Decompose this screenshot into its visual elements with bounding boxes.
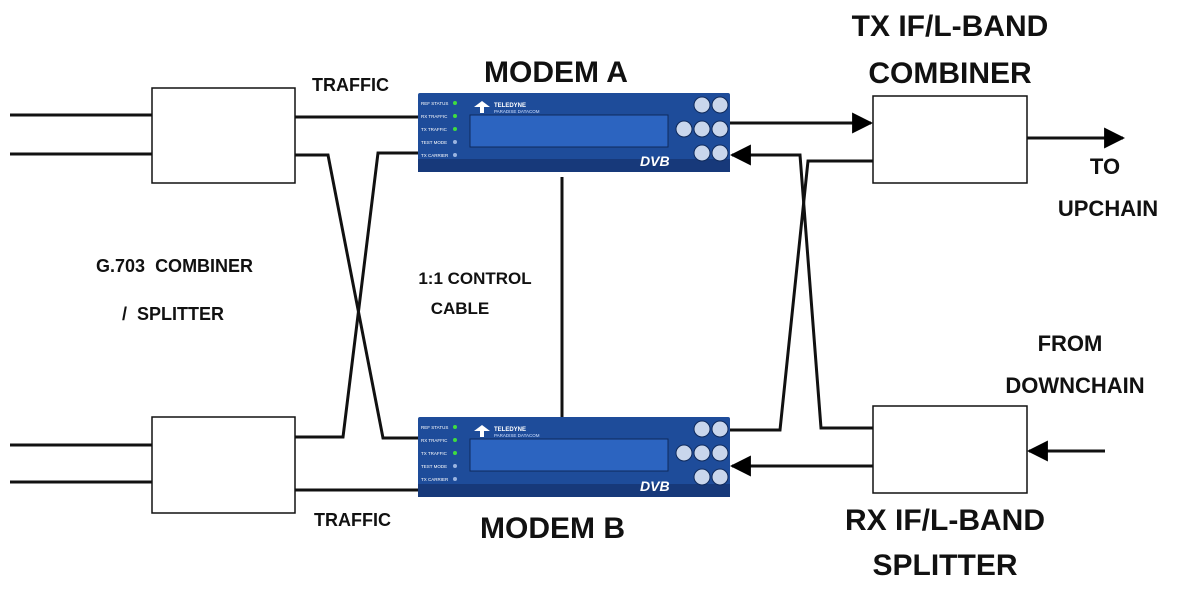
g703-combiner-text: COMBINER	[155, 256, 253, 276]
traffic-bottom-label: TRAFFIC	[314, 511, 391, 529]
control-cable-sub-label: CABLE	[410, 300, 510, 317]
status-led	[453, 127, 457, 131]
traffic-lines	[295, 117, 418, 490]
status-led	[453, 425, 457, 429]
g703-input-lines	[10, 115, 152, 482]
status-led	[453, 451, 457, 455]
led-label: TX TRAFFIC	[421, 127, 448, 132]
status-led	[453, 114, 457, 118]
g703-box-top	[152, 88, 295, 183]
keypad-button[interactable]	[676, 445, 692, 461]
keypad-button[interactable]	[694, 445, 710, 461]
status-led	[453, 438, 457, 442]
dvb-logo: DVB	[640, 478, 670, 494]
status-led	[453, 101, 457, 105]
if-lines	[730, 123, 873, 466]
tx-combiner-title: TX IF/L-BAND	[830, 12, 1070, 42]
modem-b-panel: REF STATUS RX TRAFFIC TX TRAFFIC TEST MODE T…	[418, 417, 730, 497]
upchain-label: UPCHAIN	[1038, 198, 1178, 220]
modem-a-label: MODEM A	[484, 58, 628, 88]
status-led	[453, 153, 457, 157]
g703-standard-text: G.703	[96, 256, 145, 276]
keypad-button[interactable]	[712, 121, 728, 137]
status-led	[453, 140, 457, 144]
modem-b-label: MODEM B	[480, 514, 625, 544]
keypad-button[interactable]	[712, 445, 728, 461]
rx-splitter-box	[873, 406, 1027, 493]
led-label: TX CARRIER	[421, 153, 449, 158]
led-label: TX CARRIER	[421, 477, 449, 482]
led-label: TEST MODE	[421, 140, 447, 145]
led-label: RX TRAFFIC	[421, 114, 448, 119]
led-label: RX TRAFFIC	[421, 438, 448, 443]
modem-a-panel: REF STATUS RX TRAFFIC TX TRAFFIC TEST MODE T…	[418, 93, 730, 172]
keypad-button[interactable]	[712, 145, 728, 161]
to-label: TO	[1060, 156, 1150, 178]
keypad-button[interactable]	[694, 469, 710, 485]
keypad-button[interactable]	[694, 97, 710, 113]
keypad-button[interactable]	[712, 469, 728, 485]
led-label: TX TRAFFIC	[421, 451, 448, 456]
tx-combiner-box	[873, 96, 1027, 183]
keypad-button[interactable]	[694, 121, 710, 137]
lcd-display	[470, 439, 668, 471]
keypad-button[interactable]	[694, 421, 710, 437]
keypad-button[interactable]	[712, 97, 728, 113]
g703-box-bottom	[152, 417, 295, 513]
downchain-label: DOWNCHAIN	[980, 375, 1170, 397]
lcd-display	[470, 115, 668, 147]
g703-label: G.703 COMBINER	[96, 257, 253, 275]
status-led	[453, 464, 457, 468]
led-label: TEST MODE	[421, 464, 447, 469]
keypad-button[interactable]	[694, 145, 710, 161]
dvb-logo: DVB	[640, 153, 670, 169]
led-label: REF STATUS	[421, 425, 448, 430]
led-label: REF STATUS	[421, 101, 448, 106]
g703-splitter-label: / SPLITTER	[122, 305, 224, 323]
traffic-top-label: TRAFFIC	[312, 76, 389, 94]
svg-text:PARADISE DATACOM: PARADISE DATACOM	[494, 109, 540, 114]
control-cable-label: 1:1 CONTROL	[390, 270, 560, 287]
keypad-button[interactable]	[676, 121, 692, 137]
rx-splitter-subtitle: SPLITTER	[820, 551, 1070, 581]
from-label: FROM	[1010, 333, 1130, 355]
status-led	[453, 477, 457, 481]
tx-combiner-subtitle: COMBINER	[830, 59, 1070, 89]
keypad-button[interactable]	[712, 421, 728, 437]
rx-splitter-title: RX IF/L-BAND	[820, 506, 1070, 536]
svg-text:PARADISE DATACOM: PARADISE DATACOM	[494, 433, 540, 438]
